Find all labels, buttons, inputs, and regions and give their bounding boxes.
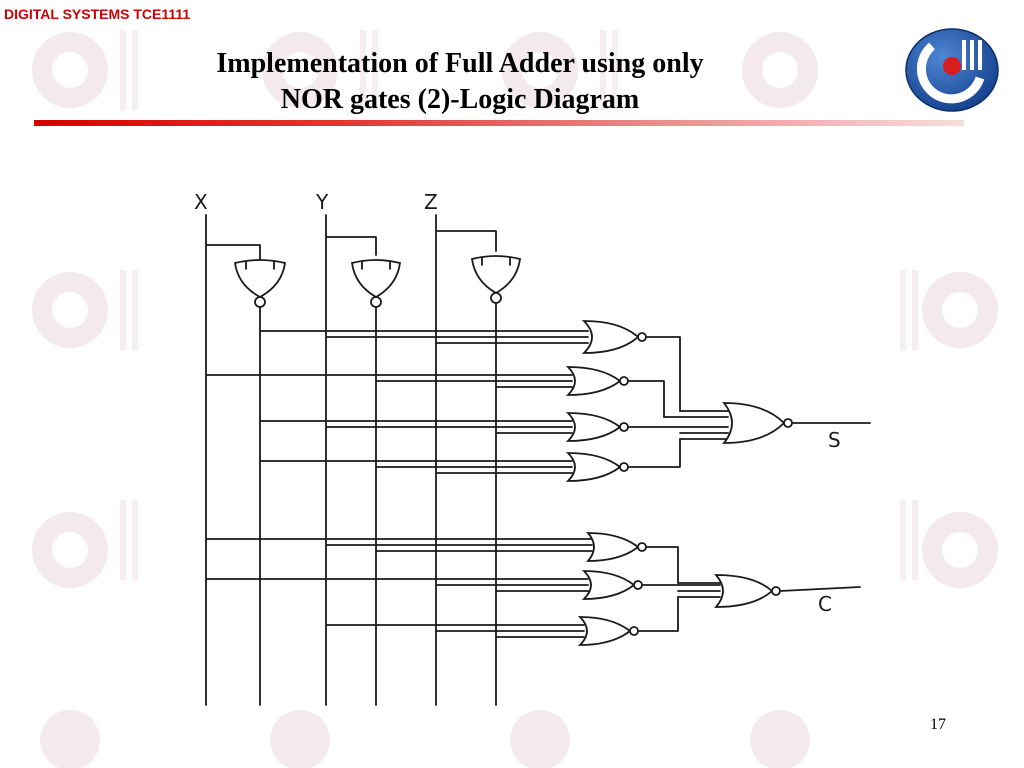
nor-gate-sum-4 <box>259 438 681 482</box>
output-label-s: S <box>828 428 841 452</box>
slide-title-line-1: Implementation of Full Adder using only <box>216 48 704 79</box>
slide-title: Implementation of Full Adder using only … <box>120 46 800 118</box>
nor-gate-carry-2 <box>205 570 721 600</box>
nor-gate-carry-output: C <box>677 574 861 616</box>
output-label-c: C <box>818 592 832 616</box>
university-logo <box>905 28 999 112</box>
nor-gate-sum-3 <box>259 412 729 442</box>
nor-gate-sum-1 <box>259 320 681 412</box>
nor-gate-sum-2 <box>205 366 665 418</box>
nor-inverter-x <box>205 244 287 706</box>
nor-gate-sum-output: S <box>663 402 871 452</box>
nor-gate-carry-3 <box>325 596 679 646</box>
nor-inverter-y <box>325 236 402 706</box>
title-divider <box>34 120 964 126</box>
course-label: DIGITAL SYSTEMS TCE1111 <box>4 6 191 22</box>
input-label-y: Y <box>315 190 329 214</box>
slide-title-line-2: NOR gates (2)-Logic Diagram <box>280 84 640 115</box>
input-label-x: X <box>194 190 208 214</box>
nor-inverter-z <box>435 230 522 706</box>
full-adder-nor-logic-diagram: X Y Z <box>194 190 871 706</box>
page-number: 17 <box>930 716 946 733</box>
nor-gate-carry-1 <box>205 532 679 584</box>
watermark-tile <box>32 32 998 768</box>
input-label-z: Z <box>424 190 438 214</box>
